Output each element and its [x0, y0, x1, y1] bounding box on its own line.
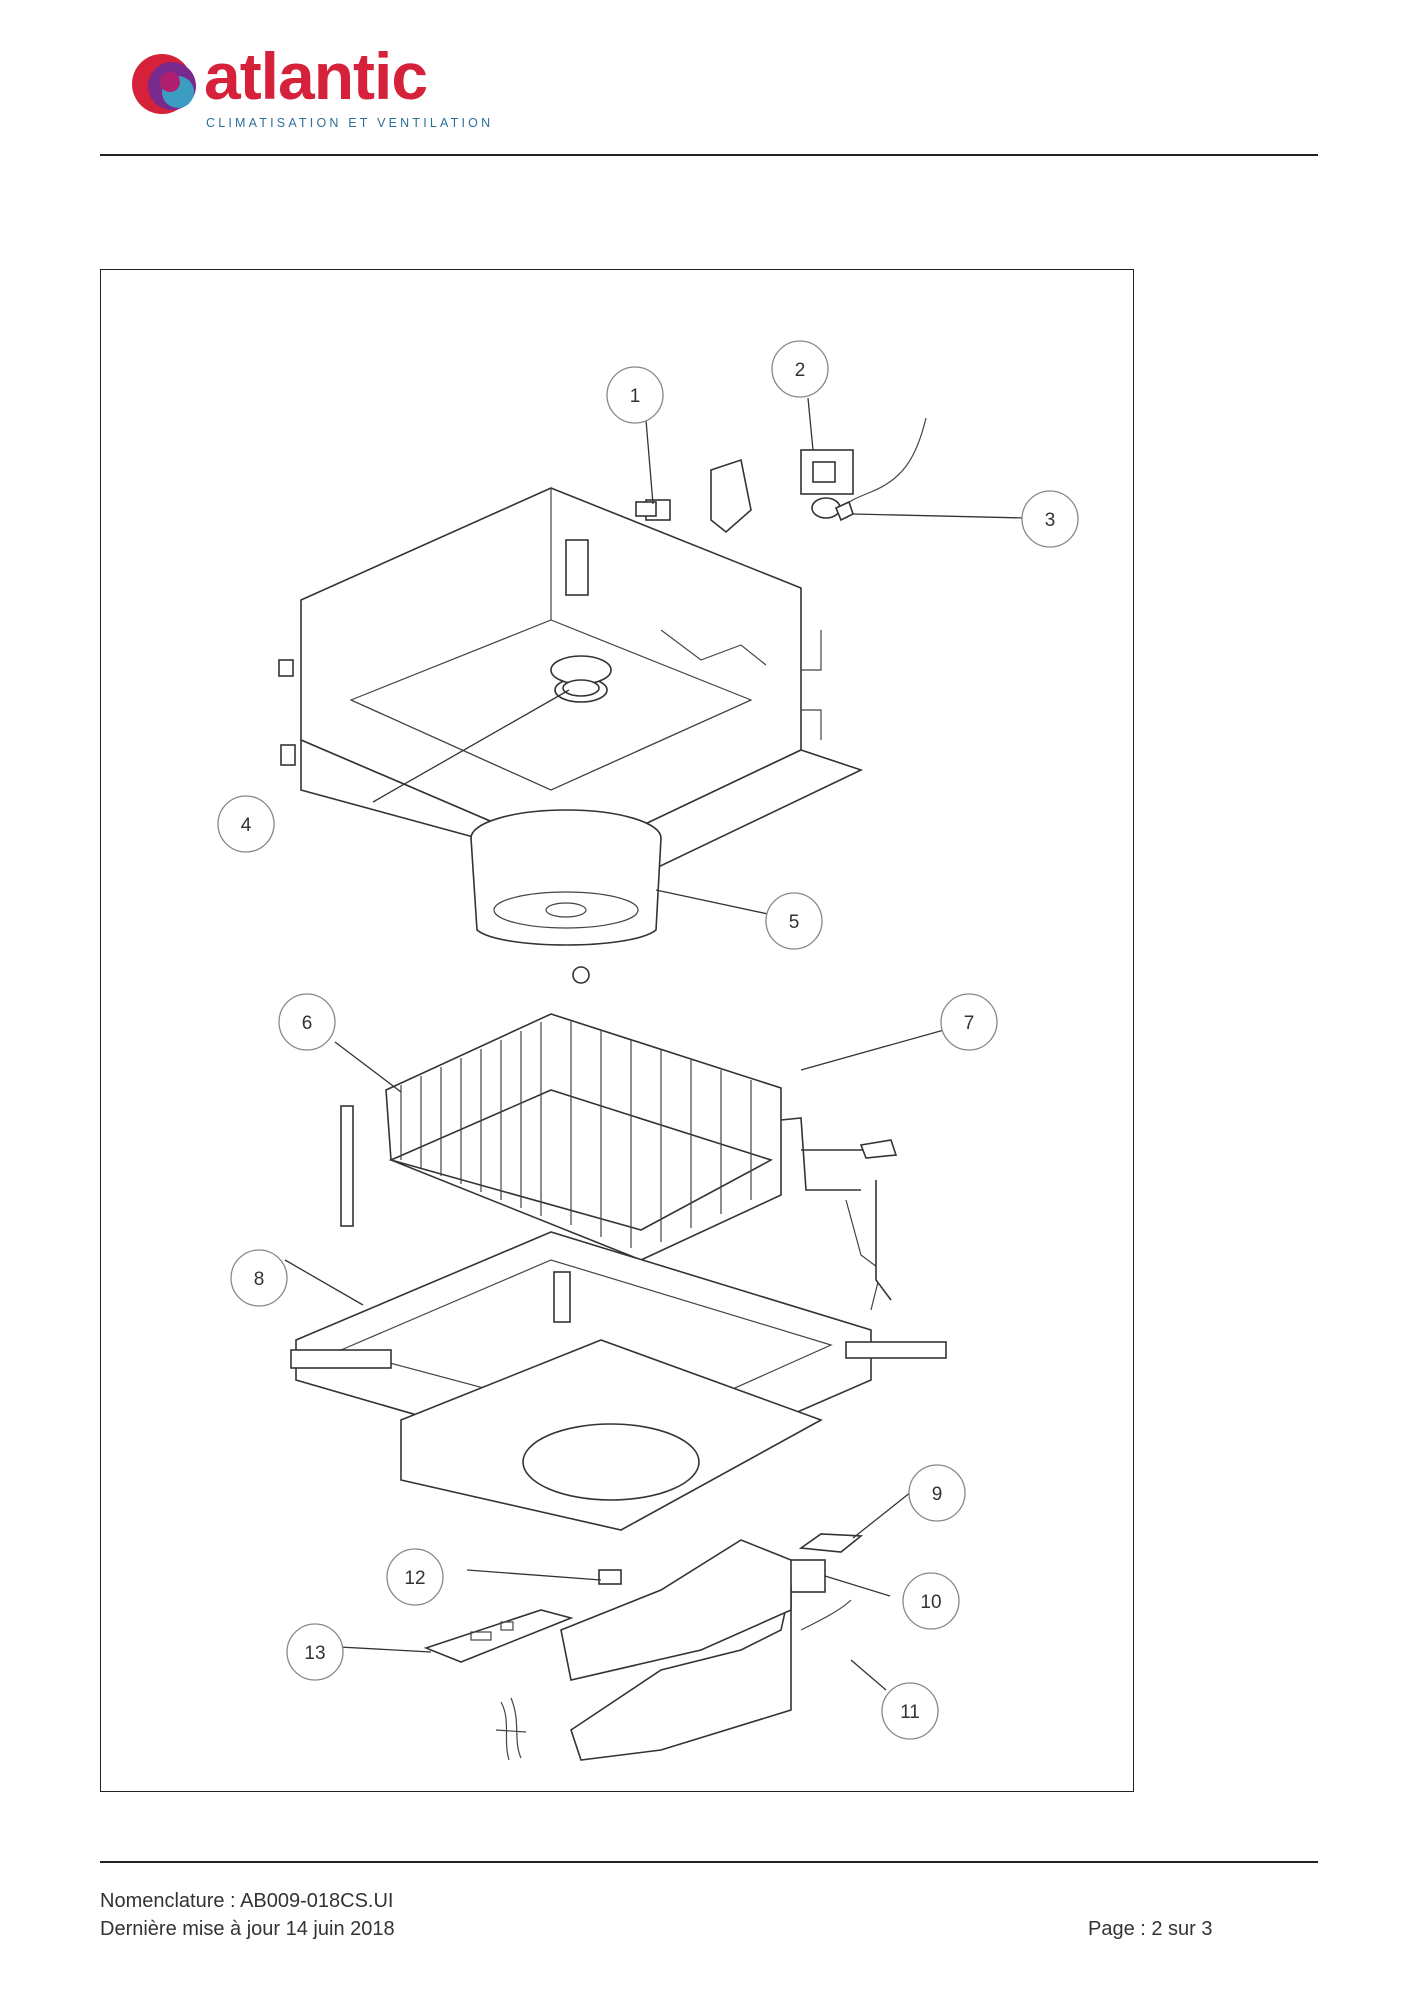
- part-2-pump: [710, 449, 854, 534]
- callout-1: 1: [606, 366, 664, 424]
- exploded-view-diagram: 1 2 3 4 5 6 7 8 9 10 11: [100, 269, 1134, 1792]
- part-5-fan: [470, 809, 662, 984]
- part-6-coil: [340, 1013, 782, 1261]
- footer-divider: [100, 1861, 1318, 1863]
- brand-logo: atlantic CLIMATISATION ET VENTILATION: [120, 39, 500, 134]
- callout-13: 13: [286, 1623, 344, 1681]
- part-13-pcb: [423, 1609, 574, 1663]
- svg-text:11: 11: [900, 1702, 920, 1723]
- brand-tagline: CLIMATISATION ET VENTILATION: [206, 116, 494, 130]
- last-updated-label: Dernière mise à jour 14 juin 2018: [100, 1918, 395, 1940]
- svg-text:7: 7: [964, 1013, 975, 1034]
- callout-2: 2: [771, 340, 829, 398]
- svg-text:5: 5: [789, 912, 800, 933]
- callout-4: 4: [217, 795, 275, 853]
- nomenclature-label: Nomenclature : AB009-018CS.UI: [100, 1890, 394, 1912]
- callout-9: 9: [908, 1464, 966, 1522]
- svg-text:6: 6: [302, 1013, 313, 1034]
- electrical-box: [560, 1539, 792, 1681]
- callout-11: 11: [881, 1682, 939, 1740]
- part-12-bracket: [598, 1569, 622, 1585]
- svg-text:3: 3: [1045, 510, 1056, 531]
- header-divider: [100, 154, 1318, 156]
- page-number: Page : 2 sur 3: [1088, 1918, 1213, 1940]
- part-1-bracket: [635, 501, 657, 517]
- part-8-base-tray: [290, 1231, 947, 1531]
- part-10-connector: [788, 1559, 826, 1593]
- callout-5: 5: [765, 892, 823, 950]
- part-3-sensor: [834, 417, 927, 522]
- logo-mark-icon: [132, 54, 196, 114]
- callout-3: 3: [1021, 490, 1079, 548]
- svg-text:12: 12: [404, 1568, 425, 1589]
- svg-text:10: 10: [920, 1592, 941, 1613]
- leader-lines: [284, 397, 1027, 1691]
- brand-wordmark: atlantic: [204, 39, 428, 113]
- part-4-motor: [550, 655, 612, 697]
- wiring-harness: [495, 1697, 527, 1761]
- part-9-clip: [798, 1533, 864, 1553]
- svg-text:9: 9: [932, 1484, 943, 1505]
- svg-text:13: 13: [304, 1643, 325, 1664]
- callout-7: 7: [940, 993, 998, 1051]
- callout-12: 12: [386, 1548, 444, 1606]
- callout-8: 8: [230, 1249, 288, 1307]
- exploded-view-drawing: 1 2 3 4 5 6 7 8 9 10 11: [217, 340, 1079, 1761]
- part-7-pipes: [780, 1117, 898, 1311]
- svg-text:1: 1: [630, 386, 641, 407]
- svg-text:8: 8: [254, 1269, 265, 1290]
- svg-text:4: 4: [241, 815, 252, 836]
- callout-10: 10: [902, 1572, 960, 1630]
- callout-6: 6: [278, 993, 336, 1051]
- svg-text:2: 2: [795, 360, 806, 381]
